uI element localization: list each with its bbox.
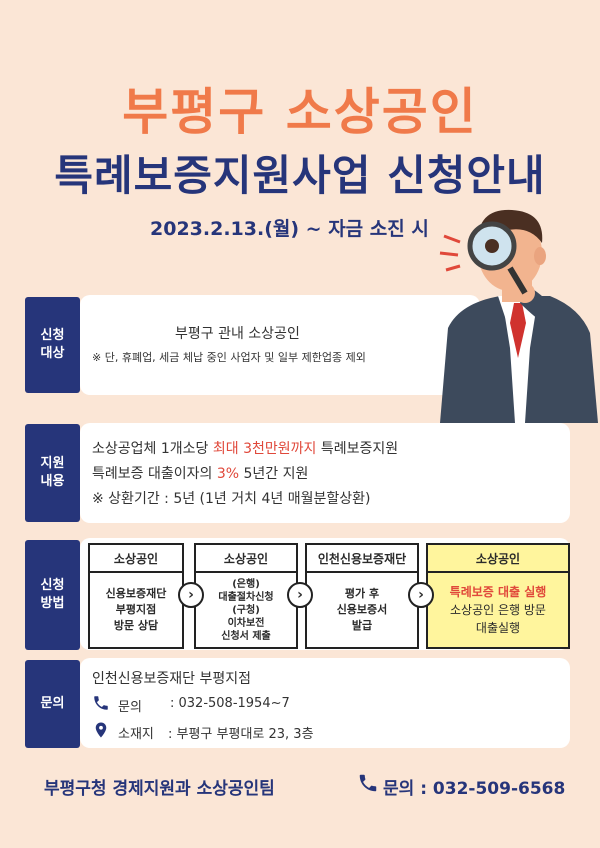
step-3-head: 인천신용보증재단	[307, 545, 417, 573]
footer-dept: 부평구청 경제지원과 소상공인팀	[44, 779, 275, 799]
support-label: 지원 내용	[25, 424, 80, 522]
contact-panel	[80, 658, 570, 748]
target-note: ※ 단, 휴폐업, 세금 체납 중인 사업자 및 일부 제한업종 제외	[92, 351, 366, 364]
support-line2: 특례보증 대출이자의 3% 5년간 지원	[92, 466, 309, 482]
period-text: 2023.2.13.(월) ~ 자금 소진 시	[150, 218, 429, 240]
phone-icon	[94, 696, 108, 710]
step-4-head: 소상공인	[428, 545, 568, 573]
man-magnifier-illustration	[439, 209, 598, 423]
step-2-box: 소상공인 (은행) 대출절차신청 (구청) 이차보전 신청서 제출	[194, 543, 298, 649]
support-line3: ※ 상환기간 : 5년 (1년 거치 4년 매월분할상환)	[92, 491, 371, 507]
step-1-body: 신용보증재단 부평지점 방문 상담	[105, 587, 167, 632]
contact-phone-label: 문의	[118, 700, 142, 715]
contact-addr-label: 소재지	[118, 727, 154, 742]
phone-icon	[359, 774, 377, 792]
contact-addr: : 부평구 부평대로 23, 3층	[168, 727, 314, 742]
step-3-body: 평가 후 신용보증서 발급	[336, 587, 388, 632]
step-2-body: (은행) 대출절차신청 (구청) 이차보전 신청서 제출	[218, 578, 274, 642]
contact-phone: : 032-508-1954~7	[170, 696, 290, 711]
footer-phone: 문의 : 032-509-6568	[383, 779, 566, 799]
contact-label: 문의	[25, 660, 80, 748]
method-label: 신청 방법	[25, 540, 80, 650]
chevron-right-icon: ›	[287, 582, 313, 608]
title-line2: 특례보증지원사업 신청안내	[54, 151, 546, 200]
contact-org: 인천신용보증재단 부평지점	[92, 671, 252, 687]
chevron-right-icon: ›	[178, 582, 204, 608]
step-4-body: 특례보증 대출 실행 소상공인 은행 방문 대출실행	[449, 585, 547, 635]
step-4-box: 소상공인 특례보증 대출 실행 소상공인 은행 방문 대출실행	[426, 543, 570, 649]
step-3-box: 인천신용보증재단 평가 후 신용보증서 발급	[305, 543, 419, 649]
target-label: 신청 대상	[25, 297, 80, 393]
location-pin-icon	[95, 722, 107, 738]
target-panel	[80, 295, 480, 395]
chevron-right-icon: ›	[408, 582, 434, 608]
target-line1: 부평구 관내 소상공인	[175, 326, 300, 342]
step-1-box: 소상공인 신용보증재단 부평지점 방문 상담	[88, 543, 184, 649]
step-1-head: 소상공인	[90, 545, 182, 573]
support-panel	[80, 423, 570, 523]
step-2-head: 소상공인	[196, 545, 296, 573]
support-line1: 소상공업체 1개소당 최대 3천만원까지 특례보증지원	[92, 441, 399, 457]
title-line1: 부평구 소상공인	[122, 83, 478, 141]
